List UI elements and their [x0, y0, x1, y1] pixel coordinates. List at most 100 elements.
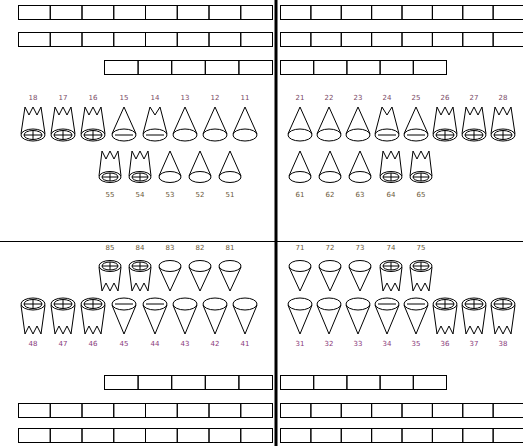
tooth-number: 53	[166, 192, 175, 199]
crown-mark	[93, 131, 94, 140]
crown-inner	[102, 173, 118, 181]
tooth-number: 16	[89, 95, 98, 102]
grid-cell	[205, 61, 239, 75]
grid-cell	[177, 429, 209, 443]
tooth-number: 18	[29, 95, 38, 102]
tooth-number: 13	[181, 95, 190, 102]
tooth-crown	[491, 129, 515, 141]
crown-mark	[445, 131, 446, 140]
tooth-crown	[99, 261, 121, 272]
crown-inner	[132, 262, 148, 270]
tooth-crown	[233, 298, 257, 310]
tooth-number: 73	[356, 245, 365, 252]
crown-inner	[24, 131, 42, 140]
grid-cell	[105, 61, 139, 75]
tooth-crown	[112, 129, 136, 141]
grid-cell	[372, 429, 402, 443]
grid-cell	[493, 404, 523, 418]
grid-cell	[146, 33, 178, 47]
tooth-number: 84	[136, 245, 145, 252]
grid-cell	[311, 404, 341, 418]
tooth-number: 25	[412, 95, 421, 102]
grid-cell	[50, 429, 82, 443]
crown-inner	[436, 300, 454, 309]
tooth-crown	[159, 261, 181, 272]
grid-cell	[138, 376, 172, 390]
grid-cell	[50, 33, 82, 47]
tooth-crown	[319, 172, 341, 183]
tooth-crown	[143, 298, 167, 310]
tooth-number: 17	[59, 95, 68, 102]
grid-cell	[19, 404, 51, 418]
tooth-number: 63	[356, 192, 365, 199]
tooth-crown	[219, 261, 241, 272]
grid-cell	[281, 61, 314, 75]
tooth-number: 62	[326, 192, 335, 199]
grid-cell	[209, 429, 241, 443]
tooth-crown	[51, 129, 75, 141]
grid-cell	[311, 6, 341, 20]
grid-cell	[209, 6, 241, 20]
tooth-crown	[375, 298, 399, 310]
grid-cell	[105, 376, 139, 390]
tooth-crown	[410, 172, 432, 183]
tooth-number: 11	[241, 95, 250, 102]
crown-mark	[33, 131, 34, 140]
midline	[275, 0, 278, 446]
grid-cell	[432, 6, 462, 20]
grid-cell	[402, 404, 432, 418]
tooth-number: 65	[417, 192, 426, 199]
tooth-number: 28	[499, 95, 508, 102]
grid-cell	[413, 376, 446, 390]
tooth-number: 75	[417, 245, 426, 252]
grid-cell	[341, 33, 371, 47]
crown-mark	[407, 304, 425, 305]
tooth-number: 46	[89, 341, 98, 348]
crown-mark	[503, 300, 504, 309]
tooth-crown	[159, 172, 181, 183]
grid-cell	[432, 33, 462, 47]
tooth-number: 26	[441, 95, 450, 102]
tooth-crown	[404, 298, 428, 310]
tooth-number: 14	[151, 95, 160, 102]
tooth-number: 36	[441, 341, 450, 348]
tooth-number: 74	[387, 245, 396, 252]
grid-cell	[19, 6, 51, 20]
tooth-number: 38	[499, 341, 508, 348]
crown-mark	[115, 135, 133, 136]
tooth-number: 64	[387, 192, 396, 199]
grid-cell	[239, 376, 273, 390]
crown-mark	[115, 304, 133, 305]
tooth-crown	[346, 129, 370, 141]
tooth-number: 12	[211, 95, 220, 102]
tooth-crown	[203, 129, 227, 141]
grid-cell	[114, 33, 146, 47]
grid-cell	[239, 61, 273, 75]
tooth-crown	[346, 298, 370, 310]
grid-cell	[463, 6, 493, 20]
tooth-number: 32	[325, 341, 334, 348]
tooth-crown	[81, 129, 105, 141]
tooth-number: 43	[181, 341, 190, 348]
grid-cell	[241, 404, 273, 418]
tooth-crown	[219, 172, 241, 183]
grid-cell	[50, 6, 82, 20]
tooth-crown	[462, 129, 486, 141]
tooth-crown	[288, 298, 312, 310]
tooth-number: 21	[296, 95, 305, 102]
tooth-number: 31	[296, 341, 305, 348]
tooth-number: 55	[106, 192, 115, 199]
crown-mark	[33, 300, 34, 309]
tooth-crown	[173, 129, 197, 141]
tooth-number: 33	[354, 341, 363, 348]
tooth-number: 72	[326, 245, 335, 252]
grid-cell	[347, 61, 380, 75]
grid-cell	[19, 429, 51, 443]
tooth-crown	[462, 298, 486, 310]
grid-cell	[82, 429, 114, 443]
grid-cell	[281, 33, 311, 47]
crown-mark	[474, 300, 475, 309]
crown-mark	[407, 135, 425, 136]
crown-inner	[24, 300, 42, 309]
